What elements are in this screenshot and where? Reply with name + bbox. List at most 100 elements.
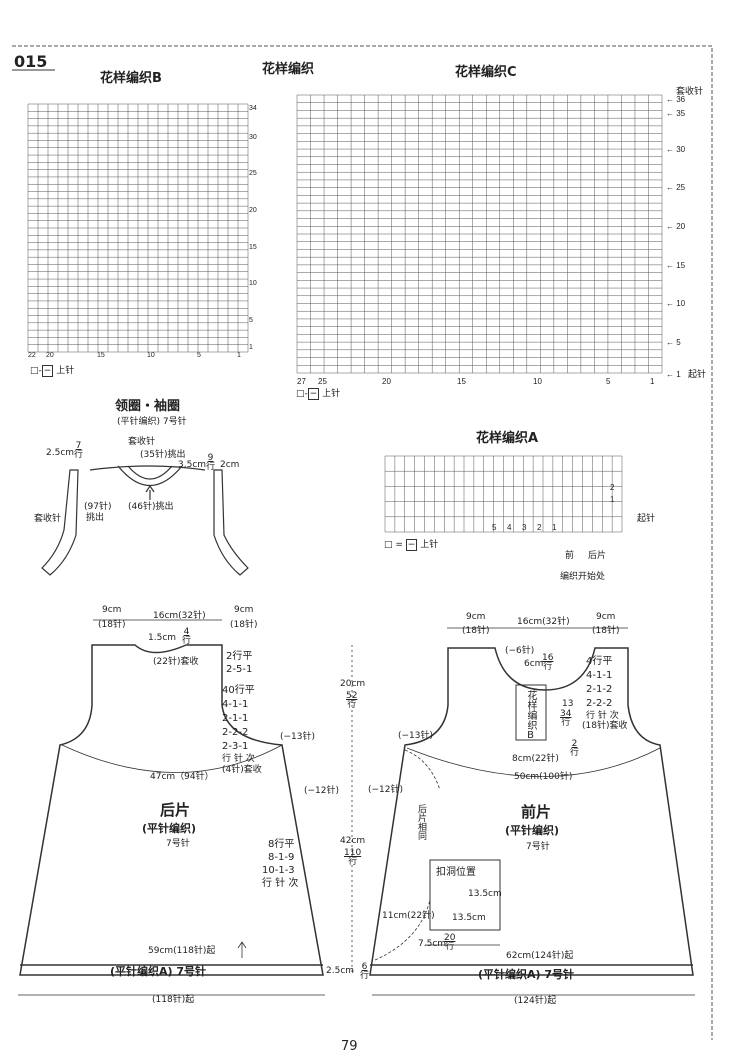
c-col-labels-item: 20 bbox=[382, 377, 391, 386]
front-neck-dec-0: 4行平 bbox=[586, 656, 613, 667]
back-width-47: 47cm（94针） bbox=[150, 772, 214, 782]
back-neck-dec-0: 2行平 bbox=[226, 651, 253, 662]
chart-c-bind-off: 套收针 bbox=[676, 87, 704, 97]
a-col-numbers-item: 1 bbox=[552, 523, 557, 532]
chart-a-start: 起针 bbox=[637, 514, 656, 524]
rows-110-num: 110 bbox=[344, 848, 362, 858]
c-row-labels-item: ← 30 bbox=[666, 145, 686, 154]
b-row-labels-item: 25 bbox=[249, 170, 257, 177]
back-arm-dec-0: 40行平 bbox=[222, 685, 255, 696]
back-hem-bottom: (118针)起 bbox=[152, 995, 195, 1005]
front-method: (平针编织) bbox=[505, 824, 560, 837]
legend-a-label: 上针 bbox=[420, 540, 439, 550]
front-rows-16-unit: 行 bbox=[543, 662, 553, 672]
title-pattern-c: 花样编织C bbox=[455, 65, 517, 80]
c-col-labels-item: 27 bbox=[297, 377, 306, 386]
a-col-numbers-item: 5 bbox=[492, 523, 497, 532]
front-neck-dec-3: 2-2-2 bbox=[586, 698, 613, 709]
neck-width-35: 3.5cm bbox=[178, 460, 207, 470]
page-border bbox=[12, 45, 713, 1040]
front-center-panel: 花样编织B bbox=[525, 690, 536, 741]
c-col-labels-item: 25 bbox=[318, 377, 327, 386]
front-back-match: 后片相同 bbox=[416, 804, 426, 840]
c-col-labels-item: 10 bbox=[533, 377, 542, 386]
neck-rows-9-unit: 行 bbox=[206, 462, 216, 472]
back-top-right-st: (18针) bbox=[230, 620, 258, 630]
rows-52-unit: 行 bbox=[347, 700, 357, 710]
c-row-labels-item: ← 1 bbox=[666, 370, 681, 379]
b-col-labels-item: 20 bbox=[46, 352, 54, 359]
neck-band-diagram bbox=[41, 465, 249, 576]
front-piece-outline bbox=[369, 647, 694, 976]
back-name: 后片 bbox=[160, 801, 191, 819]
front-side-12: (−12针) bbox=[368, 785, 404, 795]
front-name: 前片 bbox=[521, 803, 552, 821]
front-top-left: 9cm bbox=[466, 612, 486, 622]
c-col-labels-item: 5 bbox=[606, 377, 611, 386]
neck-bind-off-left: 套收针 bbox=[34, 514, 62, 524]
legend-c: □-− 上针 bbox=[296, 388, 341, 400]
title-pattern-center: 花样编织 bbox=[262, 62, 315, 77]
back-hem-cast: 59cm(118针)起 bbox=[148, 946, 216, 956]
chart-a-grid bbox=[384, 455, 623, 533]
front-neck-dec-4: 行 针 次 bbox=[586, 711, 619, 721]
hem-rows-unit: 行 bbox=[360, 971, 370, 981]
back-neck-bind: (22针)套收 bbox=[153, 657, 199, 667]
neck-pickup-46: (46针)挑出 bbox=[128, 502, 174, 512]
front-neck-6st: (−6针) bbox=[505, 646, 535, 656]
neck-pickup-97: (97针) bbox=[84, 502, 112, 512]
chart-c-start: 起针 bbox=[688, 370, 707, 380]
neck-pickup-97b: 挑出 bbox=[86, 513, 105, 523]
b-row-labels-item: 5 bbox=[249, 317, 253, 324]
rows-110-unit: 行 bbox=[348, 857, 358, 867]
back-arm-dec-4: 2-3-1 bbox=[222, 741, 249, 752]
b-row-labels-item: 34 bbox=[249, 105, 257, 112]
front-rows-20-num: 20 bbox=[444, 933, 456, 943]
front-hem-bottom: (124针)起 bbox=[514, 996, 557, 1006]
a-col-numbers-item: 3 bbox=[522, 523, 527, 532]
neck-side-rows-unit: 行 bbox=[74, 450, 84, 460]
back-side-dec-3: 行 针 次 bbox=[262, 878, 299, 889]
chart-a-start-pos: 编织开始处 bbox=[560, 572, 606, 582]
chart-a-front: 前 bbox=[565, 551, 575, 561]
a-row-labels-item: 2 bbox=[610, 483, 615, 492]
b-col-labels-item: 5 bbox=[197, 352, 201, 359]
a-row-labels-item: 1 bbox=[610, 495, 615, 504]
front-side-11: 11cm(22针) bbox=[382, 911, 435, 921]
chart-c-grid bbox=[296, 94, 663, 374]
front-rows-20-unit: 行 bbox=[445, 942, 455, 952]
legend-b: □-− 上针 bbox=[30, 365, 75, 377]
neck-bind-off-top: 套收针 bbox=[128, 437, 156, 447]
title-pattern-b: 花样编织B bbox=[100, 71, 162, 86]
neck-width-2: 2cm bbox=[220, 460, 240, 470]
b-col-labels-item: 15 bbox=[97, 352, 105, 359]
front-arm-13: (−13针) bbox=[398, 731, 434, 741]
b-row-labels-item: 15 bbox=[249, 244, 257, 251]
front-rows-2-num: 2 bbox=[571, 739, 578, 749]
front-neck-dec-2: 2-1-2 bbox=[586, 684, 613, 695]
front-neck-dec-5: (18针)套收 bbox=[582, 721, 628, 731]
front-rows-16-num: 16 bbox=[542, 653, 554, 663]
c-row-labels-item: ← 10 bbox=[666, 299, 686, 308]
b-col-labels-item: 10 bbox=[147, 352, 155, 359]
back-neck-drop: 1.5cm bbox=[148, 633, 177, 643]
neck-rows-9-num: 9 bbox=[207, 453, 214, 463]
back-neck-rows-unit: 行 bbox=[182, 636, 192, 646]
back-arm-dec-5: 行 针 次 bbox=[222, 754, 255, 764]
b-row-labels-item: 20 bbox=[249, 207, 257, 214]
back-neck-rows-num: 4 bbox=[183, 627, 190, 637]
page-number: 79 bbox=[341, 1039, 358, 1054]
c-row-labels-item: ← 25 bbox=[666, 183, 686, 192]
neck-side-width: 2.5cm bbox=[46, 448, 75, 458]
back-arm-dec-6: (4针)套收 bbox=[222, 765, 262, 775]
front-width-6: 6cm bbox=[524, 659, 544, 669]
c-row-labels-item: ← 36 bbox=[666, 95, 686, 104]
neck-pickup-35: (35针)挑出 bbox=[140, 450, 186, 460]
